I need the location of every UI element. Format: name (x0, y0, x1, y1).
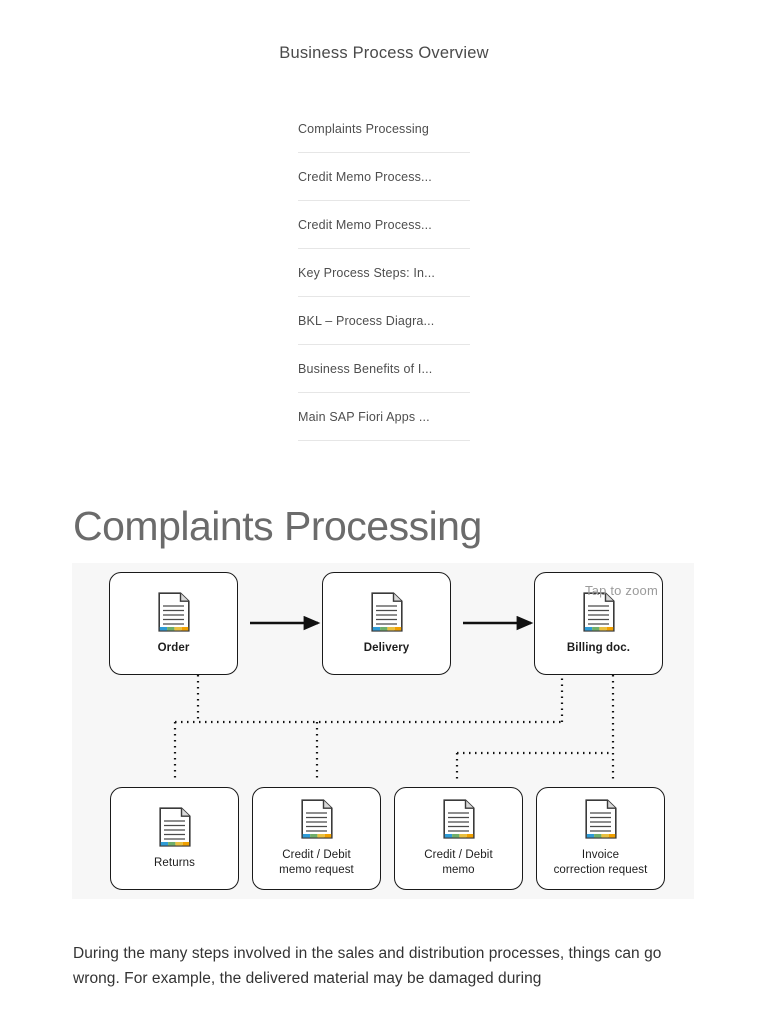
document-icon (584, 799, 617, 839)
node-label: Delivery (363, 641, 410, 654)
document-icon (582, 591, 615, 632)
section-heading: Complaints Processing (73, 503, 482, 549)
body-paragraph: During the many steps involved in the sa… (73, 945, 662, 987)
node-billing-doc[interactable]: Billing doc. (534, 572, 663, 675)
node-label: Invoice correction request (553, 849, 648, 876)
diagram-connectors (173, 615, 615, 782)
toc-item-label: Credit Memo Process... (298, 169, 432, 184)
node-label: Billing doc. (566, 641, 631, 654)
node-label: Returns (154, 856, 195, 869)
table-of-contents: Complaints Processing Credit Memo Proces… (298, 105, 470, 441)
toc-item-label: Complaints Processing (298, 121, 429, 136)
document-icon (370, 591, 403, 632)
toc-item-main-sap-fiori-apps[interactable]: Main SAP Fiori Apps ... (298, 393, 470, 441)
document-icon (157, 591, 190, 632)
node-order[interactable]: Order (109, 572, 238, 675)
node-delivery[interactable]: Delivery (322, 572, 451, 675)
toc-item-business-benefits[interactable]: Business Benefits of I... (298, 345, 470, 393)
toc-item-key-process-steps[interactable]: Key Process Steps: In... (298, 249, 470, 297)
node-label: Order (157, 641, 190, 654)
toc-item-credit-memo-process-2[interactable]: Credit Memo Process... (298, 201, 470, 249)
document-icon (158, 806, 191, 847)
page-header: Business Process Overview (0, 44, 768, 63)
node-returns[interactable]: Returns (110, 787, 239, 890)
process-diagram[interactable]: Order Delive (72, 563, 694, 899)
toc-item-label: Key Process Steps: In... (298, 265, 435, 280)
node-label: Credit / Debit memo request (279, 849, 354, 876)
toc-item-complaints-processing[interactable]: Complaints Processing (298, 105, 470, 153)
toc-item-label: BKL – Process Diagra... (298, 313, 435, 328)
node-label: Credit / Debit memo (424, 849, 493, 876)
page-title: Business Process Overview (279, 44, 489, 62)
node-credit-debit-memo[interactable]: Credit / Debit memo (394, 787, 523, 890)
document-icon (442, 799, 475, 839)
toc-item-bkl-process-diagram[interactable]: BKL – Process Diagra... (298, 297, 470, 345)
node-credit-debit-memo-request[interactable]: Credit / Debit memo request (252, 787, 381, 890)
node-invoice-correction-request[interactable]: Invoice correction request (536, 787, 665, 890)
toc-item-label: Business Benefits of I... (298, 361, 433, 376)
toc-item-label: Main SAP Fiori Apps ... (298, 409, 430, 424)
toc-item-label: Credit Memo Process... (298, 217, 432, 232)
toc-item-credit-memo-process-1[interactable]: Credit Memo Process... (298, 153, 470, 201)
document-icon (300, 799, 333, 839)
